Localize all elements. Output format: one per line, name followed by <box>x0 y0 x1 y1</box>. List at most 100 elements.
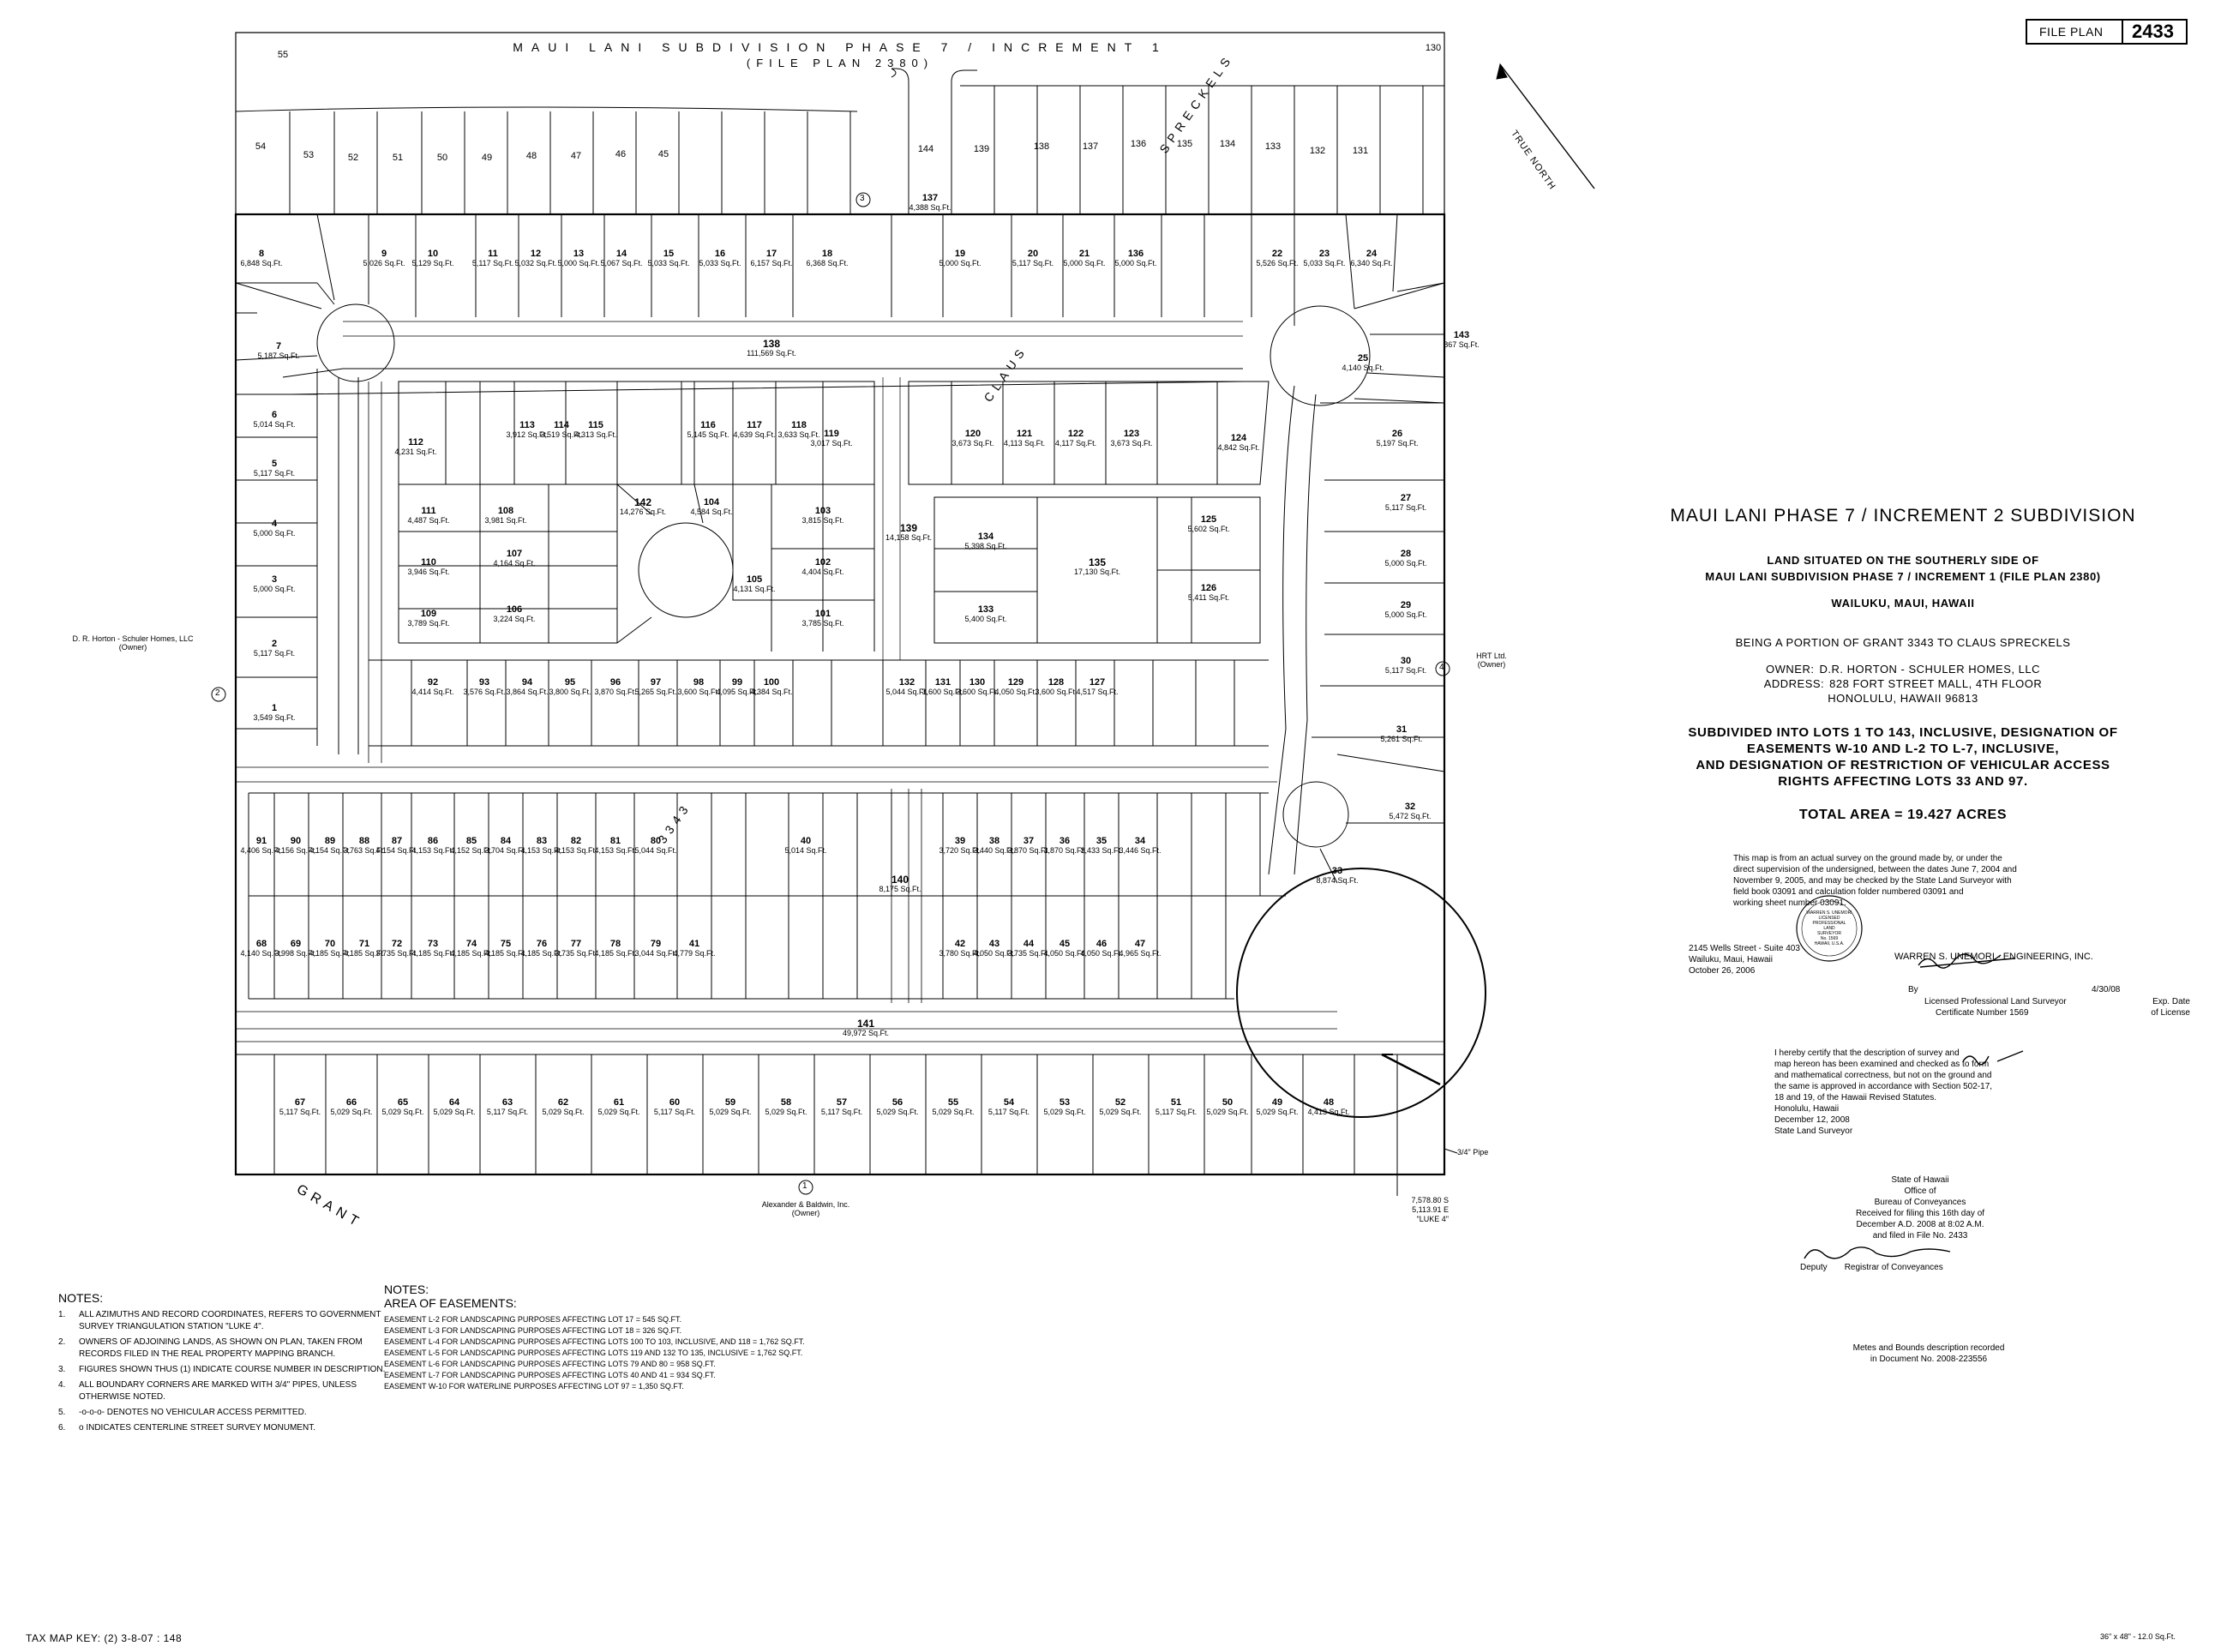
lot-number: 52 <box>1114 1097 1126 1108</box>
lot-area: 5,029 Sq.Ft. <box>433 1108 476 1116</box>
lot-number: 109 <box>420 609 437 619</box>
lot-number: 104 <box>703 497 720 508</box>
seal-line-5: SURVEYOR <box>1817 931 1841 936</box>
note-number: 6. <box>58 1423 66 1433</box>
lot-number: 97 <box>650 677 662 688</box>
lot-number: 114 <box>554 420 569 430</box>
subdivided-4: RIGHTS AFFECTING LOTS 33 AND 97. <box>1778 774 2028 789</box>
lot-number: 123 <box>1123 429 1140 439</box>
lot-number: 138 <box>762 338 781 350</box>
lot-area: 4,413 Sq.Ft. <box>1307 1108 1350 1116</box>
lot-number: 135 <box>1088 556 1107 568</box>
lot-number: 124 <box>1230 433 1247 443</box>
notes-heading: NOTES: <box>58 1291 104 1305</box>
lot-area: 3,912 Sq.Ft. <box>506 430 549 439</box>
adjoining-lot-45: 45 <box>657 149 669 159</box>
note-text: OWNERS OF ADJOINING LANDS, AS SHOWN ON P… <box>79 1337 363 1359</box>
lot-number: 105 <box>746 574 763 585</box>
easement-note-line: EASEMENT L-6 FOR LANDSCAPING PURPOSES AF… <box>384 1360 716 1368</box>
lot-area: 4,185 Sq.Ft. <box>520 949 563 958</box>
lot-area: 4,154 Sq.Ft. <box>309 846 351 855</box>
lot-area: 4,639 Sq.Ft. <box>733 430 776 439</box>
adjoining-lot-139: 139 <box>973 144 990 154</box>
general-notes: NOTES: 1.ALL AZIMUTHS AND RECORD COORDIN… <box>58 1292 405 1438</box>
course-number-3: 3 <box>860 194 865 203</box>
surveyor-certificate: Certificate Number 1569 <box>1936 1008 2029 1018</box>
lot-area: 3,600 Sq.Ft. <box>921 688 964 696</box>
station-north: 7,578.80 S <box>1411 1196 1449 1204</box>
lot-number: 27 <box>1400 493 1412 503</box>
bureau-of-conveyances: State of Hawaii Office of Bureau of Conv… <box>1792 1174 2049 1241</box>
lot-number: 43 <box>988 939 1000 949</box>
note-item: 2. OWNERS OF ADJOINING LANDS, AS SHOWN ON… <box>58 1337 405 1361</box>
surveyor-address-2: Wailuku, Maui, Hawaii <box>1689 955 1773 964</box>
seal-line-3: PROFESSIONAL <box>1812 921 1846 926</box>
adjoining-lot-130: 130 <box>1425 43 1442 53</box>
easement-note-line: EASEMENT W-10 FOR WATERLINE PURPOSES AFF… <box>384 1382 684 1391</box>
certification-line: map hereon has been examined and checked… <box>1774 1060 1990 1069</box>
adjoining-lot-55: 55 <box>277 50 289 60</box>
lot-area: 5,014 Sq.Ft. <box>253 420 296 429</box>
lot-number: 126 <box>1200 583 1217 593</box>
lot-number: 68 <box>255 939 267 949</box>
adjoining-owner-east-sub: (Owner) <box>1477 660 1506 669</box>
lot-number: 6 <box>271 410 278 420</box>
title-block: MAUI LANI PHASE 7 / INCREMENT 2 SUBDIVIS… <box>1629 506 2177 823</box>
address-line: ADDRESS: 828 FORT STREET MALL, 4TH FLOOR <box>1629 676 2177 691</box>
lot-area: 3,446 Sq.Ft. <box>1119 846 1162 855</box>
survey-statement-line: direct supervision of the undersigned, b… <box>1733 865 2017 874</box>
easement-note-line: EASEMENT L-2 FOR LANDSCAPING PURPOSES AF… <box>384 1315 682 1324</box>
address-label: ADDRESS: <box>1763 677 1825 690</box>
easement-list: EASEMENT L-2 FOR LANDSCAPING PURPOSES AF… <box>384 1314 805 1392</box>
adjoining-lot-138: 138 <box>1033 141 1050 152</box>
lot-area: 5,117 Sq.Ft. <box>1011 259 1054 267</box>
note-number: 5. <box>58 1408 66 1417</box>
lot-number: 141 <box>856 1018 875 1030</box>
lot-number: 7 <box>275 341 282 351</box>
lot-number: 85 <box>465 836 477 846</box>
lot-number: 72 <box>391 939 403 949</box>
sheet-size: 36" x 48" - 12.0 Sq.Ft. <box>2100 1632 2176 1641</box>
lot-area: 5,145 Sq.Ft. <box>687 430 729 439</box>
surveyor-address: 2145 Wells Street - Suite 403 Wailuku, M… <box>1689 943 1817 976</box>
adjoining-lot-49: 49 <box>481 153 493 163</box>
notes-list: 1.ALL AZIMUTHS AND RECORD COORDINATES, R… <box>58 1309 405 1434</box>
lot-number: 30 <box>1400 656 1412 666</box>
lot-area: 5,117 Sq.Ft. <box>653 1108 696 1116</box>
lot-area: 4,153 Sq.Ft. <box>411 846 454 855</box>
lot-area: 4,113 Sq.Ft. <box>1003 439 1046 448</box>
lot-number: 11 <box>488 249 498 259</box>
lot-number: 76 <box>536 939 548 949</box>
lot-number: 101 <box>814 609 831 619</box>
lot-area: 5,029 Sq.Ft. <box>1256 1108 1299 1116</box>
lot-number: 128 <box>1047 677 1065 688</box>
easement-note-line: EASEMENT L-4 FOR LANDSCAPING PURPOSES AF… <box>384 1337 805 1346</box>
lot-number: 50 <box>1222 1097 1234 1108</box>
note-number: 2. <box>58 1337 66 1347</box>
lot-number: 75 <box>500 939 512 949</box>
lot-area: 49,972 Sq.Ft. <box>842 1029 890 1037</box>
lot-area: 5,117 Sq.Ft. <box>253 469 296 478</box>
adjoining-owner-east-name: HRT Ltd. <box>1476 652 1507 660</box>
